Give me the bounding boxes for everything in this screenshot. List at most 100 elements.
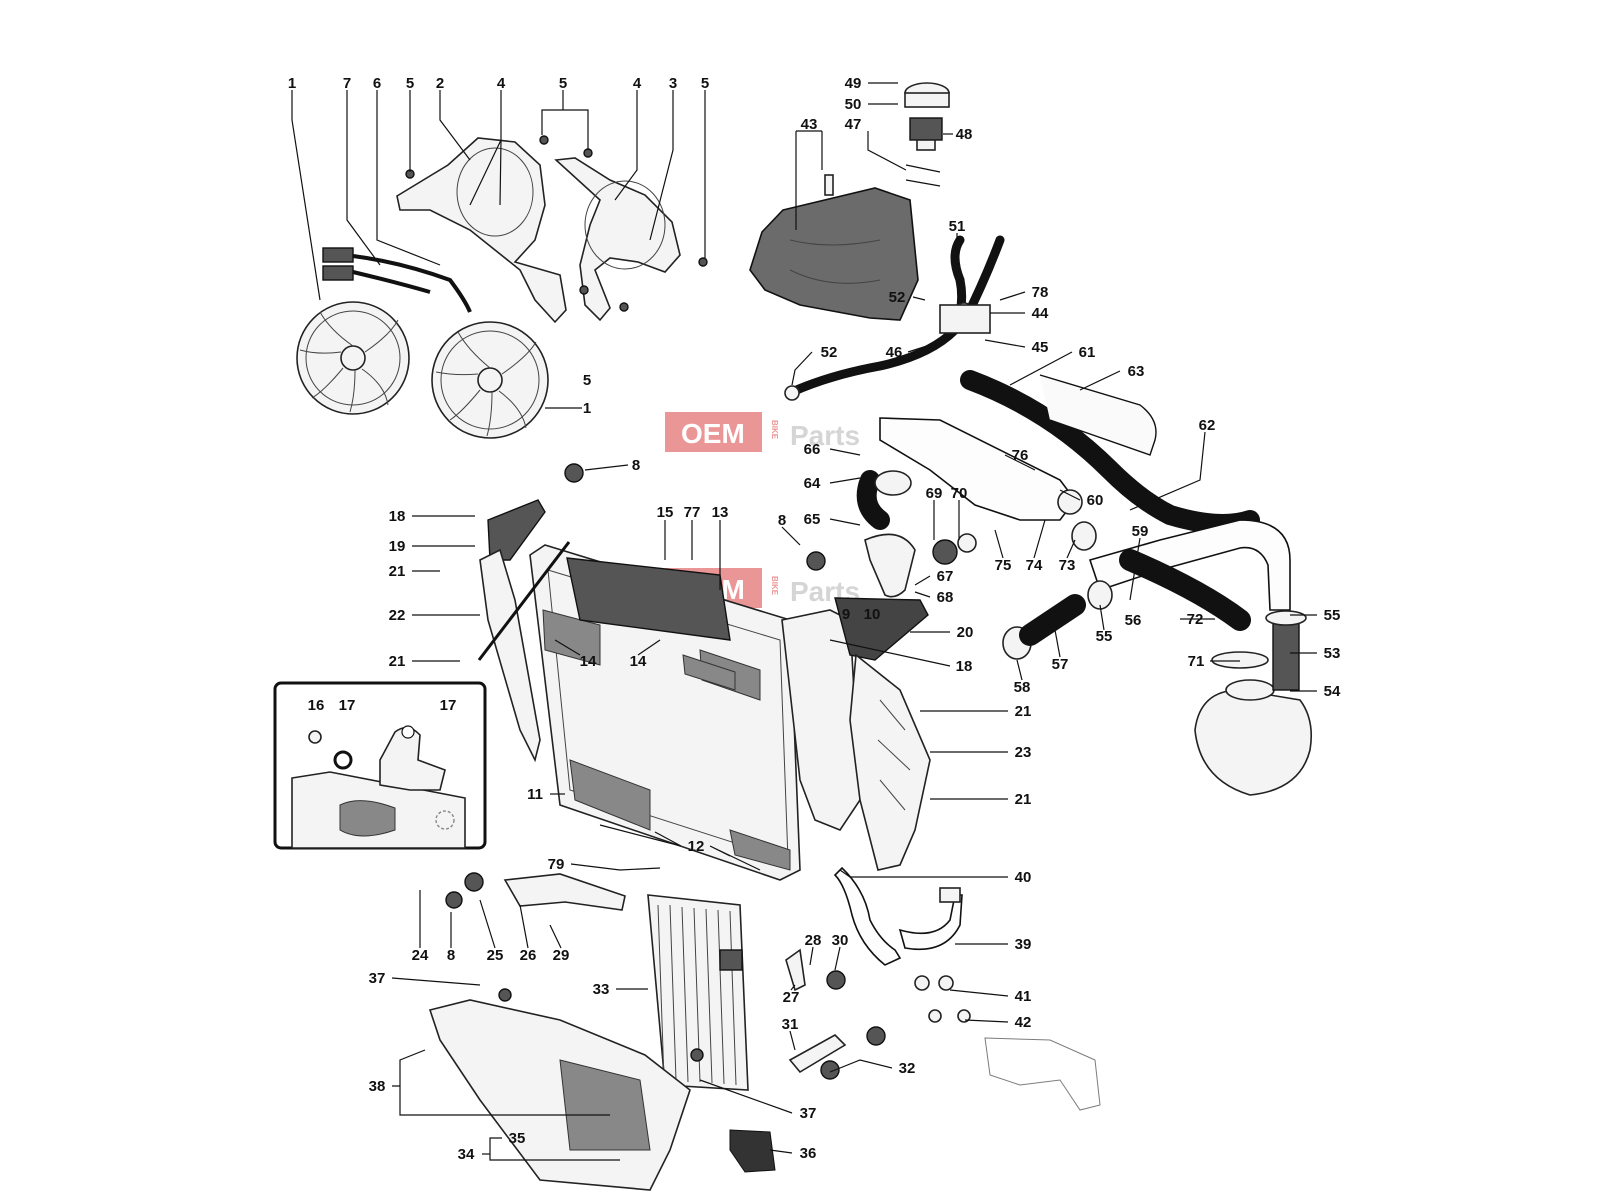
callout-40: 40 bbox=[1015, 869, 1032, 886]
callout-21: 21 bbox=[1015, 791, 1032, 808]
callout-43: 43 bbox=[801, 116, 818, 133]
callout-32: 32 bbox=[899, 1060, 916, 1077]
leader-lines bbox=[291, 82, 1317, 1161]
callout-38: 38 bbox=[369, 1078, 386, 1095]
radiator-top-tank bbox=[566, 557, 731, 641]
lower-fairing bbox=[428, 999, 691, 1191]
callout-37: 37 bbox=[800, 1105, 817, 1122]
fan-wiring-harness bbox=[322, 247, 472, 313]
callout-21: 21 bbox=[1015, 703, 1032, 720]
callout-14: 14 bbox=[580, 653, 597, 670]
callout-49: 49 bbox=[845, 75, 862, 92]
callout-66: 66 bbox=[804, 441, 821, 458]
hose-small-clamps bbox=[784, 302, 991, 401]
watermark-top: OEM BIKE Parts bbox=[665, 412, 860, 452]
callout-31: 31 bbox=[782, 1016, 799, 1033]
callout-68: 68 bbox=[937, 589, 954, 606]
rubber-grommets bbox=[445, 463, 886, 1080]
callout-35: 35 bbox=[509, 1130, 526, 1147]
cooling-fan-right bbox=[431, 321, 549, 439]
callout-67: 67 bbox=[937, 568, 954, 585]
callout-41: 41 bbox=[1015, 988, 1032, 1005]
watermark-oem-text: OEM bbox=[681, 418, 745, 449]
callout-13: 13 bbox=[712, 504, 729, 521]
oil-line-fittings bbox=[914, 975, 971, 1023]
thermostat-housing bbox=[864, 533, 977, 598]
callout-20: 20 bbox=[957, 624, 974, 641]
callout-16: 16 bbox=[308, 697, 325, 714]
callout-8: 8 bbox=[778, 512, 786, 529]
callout-28: 28 bbox=[805, 932, 822, 949]
callout-45: 45 bbox=[1032, 339, 1049, 356]
air-duct-36 bbox=[729, 1129, 776, 1173]
callout-39: 39 bbox=[1015, 936, 1032, 953]
callout-70: 70 bbox=[951, 485, 968, 502]
callout-1: 1 bbox=[583, 400, 591, 417]
callout-46: 46 bbox=[886, 344, 903, 361]
cooling-fan-left bbox=[296, 301, 410, 415]
callout-74: 74 bbox=[1026, 557, 1043, 574]
callout-24: 24 bbox=[412, 947, 429, 964]
callout-44: 44 bbox=[1032, 305, 1049, 322]
callout-77: 77 bbox=[684, 504, 701, 521]
watermark-bike-text: BIKE bbox=[770, 420, 779, 440]
callout-54: 54 bbox=[1324, 683, 1341, 700]
callout-18: 18 bbox=[956, 658, 973, 675]
callout-5: 5 bbox=[559, 75, 567, 92]
callout-15: 15 bbox=[657, 504, 674, 521]
callout-18: 18 bbox=[389, 508, 406, 525]
callout-19: 19 bbox=[389, 538, 406, 555]
hose-64 bbox=[856, 470, 912, 530]
callout-3: 3 bbox=[669, 75, 677, 92]
callout-36: 36 bbox=[800, 1145, 817, 1162]
callout-78: 78 bbox=[1032, 284, 1049, 301]
engine-mount-casting bbox=[984, 1037, 1101, 1111]
callout-64: 64 bbox=[804, 475, 821, 492]
callout-59: 59 bbox=[1132, 523, 1149, 540]
fan-bracket-right bbox=[554, 157, 681, 322]
detail-inset bbox=[273, 541, 571, 850]
callout-5: 5 bbox=[701, 75, 709, 92]
bracket-27 bbox=[785, 948, 806, 992]
callout-22: 22 bbox=[389, 607, 406, 624]
callout-6: 6 bbox=[373, 75, 381, 92]
callout-71: 71 bbox=[1188, 653, 1205, 670]
callout-57: 57 bbox=[1052, 656, 1069, 673]
callout-5: 5 bbox=[406, 75, 414, 92]
coolant-pipe-right bbox=[1088, 519, 1291, 631]
callout-51: 51 bbox=[949, 218, 966, 235]
callout-56: 56 bbox=[1125, 612, 1142, 629]
callout-30: 30 bbox=[832, 932, 849, 949]
callout-2: 2 bbox=[436, 75, 444, 92]
callout-79: 79 bbox=[548, 856, 565, 873]
callout-50: 50 bbox=[845, 96, 862, 113]
callout-52: 52 bbox=[821, 344, 838, 361]
callout-10: 10 bbox=[864, 606, 881, 623]
oil-cooler bbox=[647, 894, 749, 1091]
callout-21: 21 bbox=[389, 563, 406, 580]
callout-52: 52 bbox=[889, 289, 906, 306]
callout-55: 55 bbox=[1096, 628, 1113, 645]
callout-48: 48 bbox=[956, 126, 973, 143]
callout-65: 65 bbox=[804, 511, 821, 528]
callout-8: 8 bbox=[447, 947, 455, 964]
radiator-side-tank bbox=[781, 609, 861, 831]
mounting-bracket-26 bbox=[503, 873, 626, 911]
callout-14: 14 bbox=[630, 653, 647, 670]
callout-25: 25 bbox=[487, 947, 504, 964]
callout-55: 55 bbox=[1324, 607, 1341, 624]
callout-42: 42 bbox=[1015, 1014, 1032, 1031]
side-cover-right bbox=[834, 597, 931, 871]
callout-29: 29 bbox=[553, 947, 570, 964]
side-cover-left bbox=[479, 499, 546, 763]
hose-clamps-right bbox=[1002, 521, 1113, 660]
callout-11: 11 bbox=[527, 786, 543, 803]
callout-23: 23 bbox=[1015, 744, 1032, 761]
callout-62: 62 bbox=[1199, 417, 1216, 434]
callout-5: 5 bbox=[583, 372, 591, 389]
link-plate-31 bbox=[788, 1034, 847, 1074]
callout-17: 17 bbox=[440, 697, 457, 714]
callout-21: 21 bbox=[389, 653, 406, 670]
callout-75: 75 bbox=[995, 557, 1012, 574]
